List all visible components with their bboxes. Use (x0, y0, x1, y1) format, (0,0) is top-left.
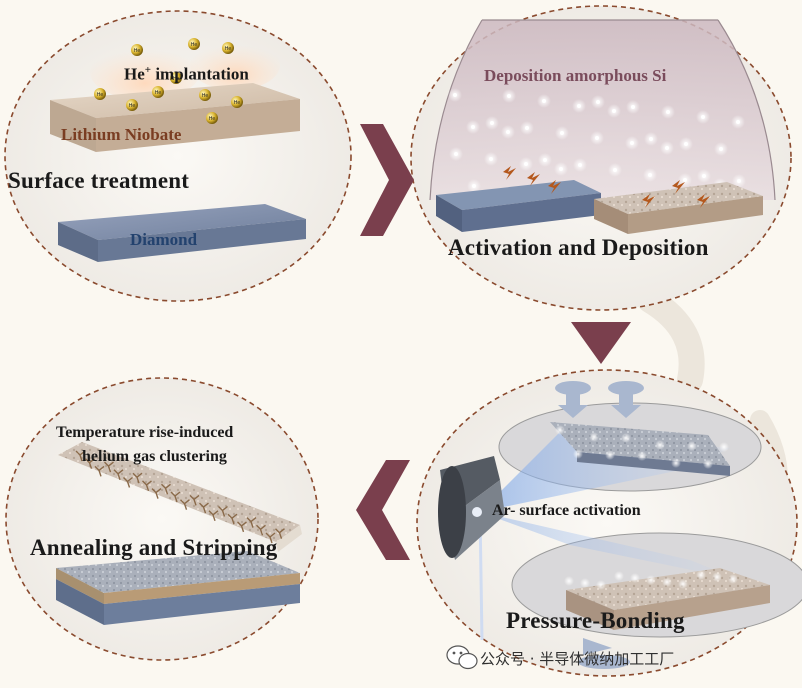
si-particle (572, 99, 586, 113)
bond-particle (621, 433, 631, 443)
he-ion: He (131, 44, 143, 56)
implant-label: He+ implantation (124, 64, 249, 85)
annealing-title: Annealing and Stripping (30, 535, 277, 561)
bond-particle (703, 459, 713, 469)
deposition-cloud (430, 20, 775, 200)
cloud-label: Deposition amorphous Si (484, 66, 666, 86)
bond-particle (564, 576, 574, 586)
bond-particle (712, 572, 722, 582)
si-particle (714, 142, 728, 156)
bonding-title: Pressure-Bonding (506, 608, 685, 634)
svg-text:He: He (234, 100, 241, 106)
bond-particle (719, 442, 729, 452)
he-ion: He (188, 38, 200, 50)
he-ion: He (199, 89, 211, 101)
annealing-note-2: helium gas clustering (82, 448, 227, 466)
bond-particle (637, 451, 647, 461)
bond-particle (605, 450, 615, 460)
panel-annealing-stripping (6, 378, 318, 660)
svg-text:He: He (155, 90, 162, 96)
bond-particle (687, 441, 697, 451)
bond-particle (662, 577, 672, 587)
si-particle (466, 120, 480, 134)
si-particle (519, 157, 533, 171)
panel-activation-deposition (411, 6, 791, 310)
bond-particle (589, 432, 599, 442)
svg-text:He: He (129, 103, 136, 109)
svg-text:He: He (202, 93, 209, 99)
bond-particle (696, 570, 706, 580)
bond-particle (646, 575, 656, 585)
si-particle (626, 100, 640, 114)
si-particle (484, 152, 498, 166)
si-particle (696, 110, 710, 124)
svg-text:He: He (191, 42, 198, 48)
arrow-right (360, 124, 414, 236)
bond-particle (630, 573, 640, 583)
arrow-down (571, 322, 631, 364)
si-particle (590, 131, 604, 145)
bond-particle (655, 440, 665, 450)
he-ion: He (206, 112, 218, 124)
si-particle (448, 88, 462, 102)
si-particle (731, 115, 745, 129)
svg-text:He: He (97, 92, 104, 98)
si-particle (555, 126, 569, 140)
si-particle (697, 169, 711, 183)
si-particle (625, 136, 639, 150)
si-particle (554, 162, 568, 176)
bond-particle (678, 579, 688, 589)
si-particle (538, 153, 552, 167)
si-particle (573, 158, 587, 172)
he-ion: He (126, 99, 138, 111)
activation-label: Ar- surface activation (492, 502, 641, 520)
bond-particle (573, 449, 583, 459)
watermark-text: 公众号 · 半导体微纳加工工厂 (480, 648, 674, 669)
si-particle (660, 141, 674, 155)
annealing-note-1: Temperature rise-induced (56, 424, 233, 442)
he-ion: He (231, 96, 243, 108)
bond-particle (671, 458, 681, 468)
ln-label: Lithium Niobate (61, 125, 181, 145)
wechat-icon (447, 646, 477, 669)
svg-text:He: He (225, 46, 232, 52)
diamond-label: Diamond (130, 230, 197, 250)
bond-particle (580, 578, 590, 588)
si-particle (502, 89, 516, 103)
si-particle (679, 137, 693, 151)
bond-particle (728, 574, 738, 584)
he-ion: He (152, 86, 164, 98)
si-particle (449, 147, 463, 161)
svg-text:He: He (209, 116, 216, 122)
bond-particle (555, 425, 565, 435)
si-particle (501, 125, 515, 139)
he-ion: He (94, 88, 106, 100)
si-particle (608, 163, 622, 177)
si-particle (591, 95, 605, 109)
arrow-left (356, 460, 410, 560)
bond-particle (596, 580, 606, 590)
si-particle (607, 104, 621, 118)
surface-title: Surface treatment (8, 168, 189, 194)
si-particle (643, 168, 657, 182)
bg-swirl (650, 300, 692, 380)
deposition-title: Activation and Deposition (448, 235, 709, 261)
si-particle (644, 132, 658, 146)
he-ion: He (222, 42, 234, 54)
si-particle (537, 94, 551, 108)
si-particle (661, 105, 675, 119)
si-particle (485, 116, 499, 130)
si-particle (520, 121, 534, 135)
bond-particle (614, 571, 624, 581)
svg-text:He: He (134, 48, 141, 54)
